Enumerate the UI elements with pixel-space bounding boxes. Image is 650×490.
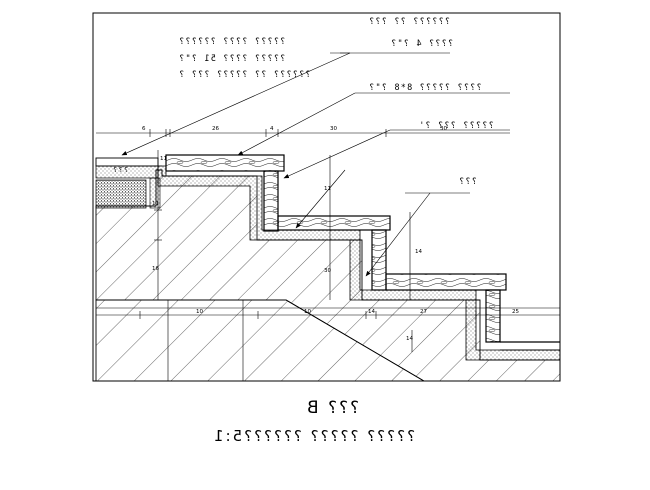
note-4: ?????? ?? ??? [368,17,450,27]
leader-lines [121,52,510,277]
drawing-subtitle: ????? ????? ??????5:1 [212,427,415,445]
annotation-notes: ????? ???? ?????? ????? ???? 51 ?"? ????… [112,17,494,187]
dim-9: 11 [324,186,331,192]
tile-label: ??? [112,166,128,174]
note-8: ??? [458,177,477,187]
concrete-structure [95,169,561,382]
dim-17: 14 [368,309,375,315]
dim-2: 26 [212,126,219,132]
wood-treads [165,154,560,351]
dim-10: 30 [324,268,331,274]
dim-16: 10 [304,309,311,315]
dim-14: 14 [406,336,413,342]
dim-15: 10 [196,309,203,315]
dim-6: 11 [160,156,167,162]
caption: ??? B ????? ????? ??????5:1 [212,398,415,445]
dimension-values: 6 26 4 30 30 11 11 16 11 30 27 25 14 14 … [142,126,519,342]
dim-8: 16 [152,266,159,272]
dim-13: 14 [415,249,422,255]
dimension-lines [96,129,560,352]
note-5: ???? 4 ?"? [390,39,453,49]
note-1: ????? ???? ?????? [178,37,285,47]
dim-3: 4 [270,126,274,132]
note-3: ?????? ?? ????? ??? ? [178,70,311,80]
dim-1: 6 [142,126,146,132]
dim-11: 27 [420,309,427,315]
dim-5: 30 [440,126,447,132]
dim-4: 30 [330,126,337,132]
dim-12: 25 [512,309,519,315]
note-7: ????? ??? ?' [418,121,494,131]
note-2: ????? ???? 51 ?"? [178,54,285,64]
dim-7: 11 [152,201,159,207]
note-6: ???? ????? 8*8 ?"? [368,83,482,93]
drawing-title: ??? B [305,398,359,418]
